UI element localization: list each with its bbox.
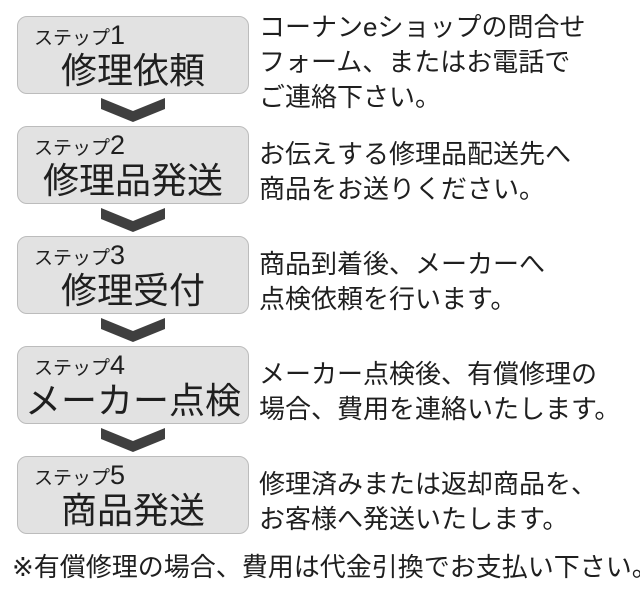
step-label: ステップ5 (34, 460, 248, 491)
step-description: 商品到着後、メーカーへ 点検依頼を行います。 (259, 249, 546, 314)
repair-flow-diagram: ステップ1 修理依頼 コーナンeショップの問合せ フォーム、またはお電話で ご連… (0, 12, 640, 583)
step-label-text: ステップ (34, 28, 111, 49)
step-label-text: ステップ (34, 358, 111, 379)
step-label: ステップ3 (34, 240, 248, 271)
step-number: 2 (110, 130, 126, 160)
step-box-3: ステップ3 修理受付 (17, 236, 249, 314)
step-box-2: ステップ2 修理品発送 (17, 126, 249, 204)
step-description: お伝えする修理品配送先へ 商品をお送りください。 (259, 139, 572, 204)
chevron-down-icon (101, 98, 165, 122)
arrow-row-4 (0, 424, 640, 456)
step-label: ステップ4 (34, 350, 248, 381)
step-number: 1 (110, 20, 126, 50)
step-label-text: ステップ (34, 468, 111, 489)
step-title: 修理受付 (60, 270, 205, 311)
step-row-2: ステップ2 修理品発送 お伝えする修理品配送先へ 商品をお送りください。 (0, 126, 640, 204)
step-title: 修理依頼 (60, 50, 205, 91)
step-label: ステップ1 (34, 20, 248, 51)
step-row-4: ステップ4 メーカー点検 メーカー点検後、有償修理の 場合、費用を連絡いたします… (0, 346, 640, 424)
step-label-text: ステップ (34, 248, 111, 269)
step-label: ステップ2 (34, 130, 248, 161)
step-description: メーカー点検後、有償修理の 場合、費用を連絡いたします。 (259, 359, 621, 424)
step-box-5: ステップ5 商品発送 (17, 456, 249, 534)
step-row-3: ステップ3 修理受付 商品到着後、メーカーへ 点検依頼を行います。 (0, 236, 640, 314)
step-box-4: ステップ4 メーカー点検 (17, 346, 249, 424)
arrow-row-1 (0, 94, 640, 126)
step-description: コーナンeショップの問合せ フォーム、またはお電話で ご連絡下さい。 (259, 11, 586, 112)
step-number: 3 (110, 240, 126, 270)
step-number: 4 (110, 350, 126, 380)
arrow-row-2 (0, 204, 640, 236)
step-title: 修理品発送 (42, 160, 223, 201)
chevron-down-icon (101, 318, 165, 342)
step-number: 5 (110, 460, 126, 490)
arrow-row-3 (0, 314, 640, 346)
step-label-text: ステップ (34, 138, 111, 159)
step-title: 商品発送 (60, 490, 205, 531)
step-row-5: ステップ5 商品発送 修理済みまたは返却商品を、 お客様へ発送いたします。 (0, 456, 640, 534)
step-description: 修理済みまたは返却商品を、 お客様へ発送いたします。 (259, 469, 598, 534)
step-row-1: ステップ1 修理依頼 コーナンeショップの問合せ フォーム、またはお電話で ご連… (0, 12, 640, 112)
chevron-down-icon (101, 208, 165, 232)
step-title: メーカー点検 (24, 380, 241, 421)
chevron-down-icon (101, 428, 165, 452)
step-box-1: ステップ1 修理依頼 (17, 16, 249, 94)
footnote: ※有償修理の場合、費用は代金引換でお支払い下さい。 (12, 552, 640, 582)
